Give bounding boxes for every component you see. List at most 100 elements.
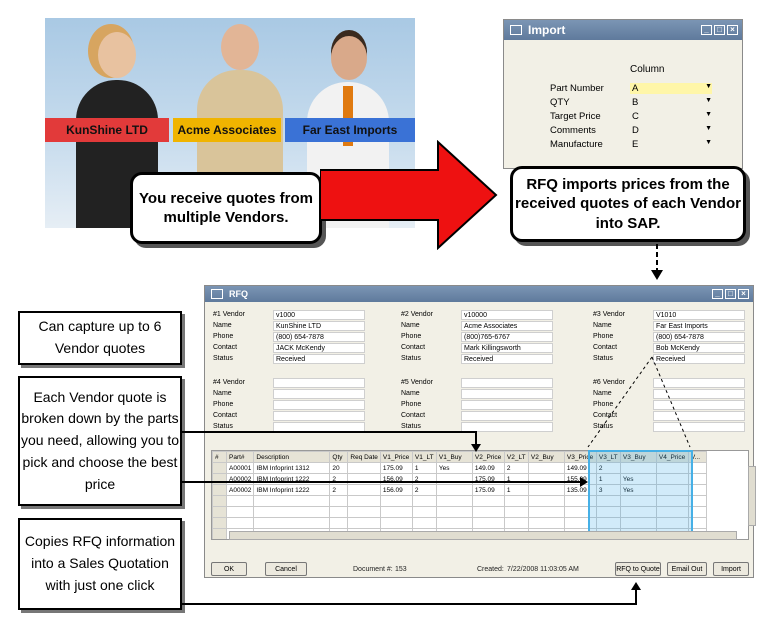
grid-cell[interactable] — [503, 506, 529, 518]
grid-cell[interactable]: 1 — [503, 484, 529, 496]
grid-cell[interactable] — [471, 517, 505, 529]
grid-column-header[interactable]: Part# — [225, 451, 255, 463]
grid-cell[interactable] — [329, 506, 349, 518]
grid-cell[interactable] — [225, 517, 255, 529]
grid-column-header[interactable]: V1_Price — [379, 451, 413, 463]
vendor-field-input[interactable] — [653, 378, 745, 388]
maximize-icon[interactable]: □ — [725, 289, 736, 299]
grid-column-header[interactable]: # — [212, 451, 227, 463]
vendor-field-input[interactable]: KunShine LTD — [273, 321, 365, 331]
grid-cell[interactable] — [253, 506, 331, 518]
vendor-field-input[interactable] — [273, 411, 365, 421]
vendor-field-input[interactable]: Received — [461, 354, 553, 364]
vendor-field-input[interactable]: Acme Associates — [461, 321, 553, 331]
minimize-icon[interactable]: _ — [701, 25, 712, 35]
grid-cell[interactable] — [212, 506, 227, 518]
grid-cell[interactable]: IBM Infoprint 1222 — [253, 473, 331, 485]
vendor-field-input[interactable] — [273, 422, 365, 432]
grid-cell[interactable] — [253, 495, 331, 507]
vendor-field-input[interactable] — [461, 422, 553, 432]
grid-cell[interactable] — [503, 495, 529, 507]
grid-cell[interactable] — [527, 517, 565, 529]
vendor-field-input[interactable]: v10000 — [461, 310, 553, 320]
vendor-field-input[interactable] — [653, 411, 745, 421]
dropdown-arrow-icon[interactable]: ▼ — [705, 124, 712, 132]
mapping-dropdown[interactable]: D▼ — [630, 125, 712, 136]
grid-cell[interactable] — [225, 506, 255, 518]
grid-cell[interactable]: 156.09 — [379, 484, 413, 496]
grid-cell[interactable]: 2 — [411, 484, 437, 496]
mapping-dropdown[interactable]: C▼ — [630, 111, 712, 122]
rfq-to-quote-button[interactable]: RFQ to Quote — [615, 562, 661, 576]
grid-cell[interactable]: 175.09 — [471, 473, 505, 485]
grid-cell[interactable] — [212, 462, 227, 474]
grid-cell[interactable] — [329, 495, 349, 507]
grid-cell[interactable]: A00002 — [225, 473, 255, 485]
grid-column-header[interactable]: Qty — [329, 451, 349, 463]
minimize-icon[interactable]: _ — [712, 289, 723, 299]
vendor-field-input[interactable] — [273, 400, 365, 410]
grid-cell[interactable] — [212, 473, 227, 485]
grid-cell[interactable] — [471, 506, 505, 518]
vendor-field-input[interactable] — [653, 389, 745, 399]
grid-cell[interactable] — [379, 506, 413, 518]
table-row[interactable] — [212, 495, 707, 507]
grid-cell[interactable]: 1 — [503, 473, 529, 485]
dropdown-arrow-icon[interactable]: ▼ — [705, 110, 712, 118]
grid-cell[interactable] — [435, 517, 473, 529]
vendor-field-input[interactable]: Far East Imports — [653, 321, 745, 331]
horizontal-scrollbar[interactable] — [229, 531, 737, 540]
grid-cell[interactable] — [212, 495, 227, 507]
vendor-field-input[interactable]: Received — [273, 354, 365, 364]
vendor-field-input[interactable]: Mark Killingsworth — [461, 343, 553, 353]
maximize-icon[interactable]: □ — [714, 25, 725, 35]
vendor-field-input[interactable]: Received — [653, 354, 745, 364]
grid-column-header[interactable]: V2_Price — [471, 451, 505, 463]
grid-cell[interactable] — [503, 517, 529, 529]
grid-cell[interactable] — [347, 462, 381, 474]
table-row[interactable] — [212, 506, 707, 518]
dropdown-arrow-icon[interactable]: ▼ — [705, 138, 712, 146]
grid-cell[interactable] — [471, 495, 505, 507]
grid-cell[interactable] — [527, 484, 565, 496]
grid-cell[interactable] — [435, 484, 473, 496]
vendor-field-input[interactable] — [461, 389, 553, 399]
vendor-field-input[interactable] — [461, 411, 553, 421]
grid-cell[interactable]: IBM Infoprint 1222 — [253, 484, 331, 496]
ok-button[interactable]: OK — [211, 562, 247, 576]
mapping-dropdown[interactable]: A▼ — [630, 82, 712, 94]
mapping-dropdown[interactable]: B▼ — [630, 97, 712, 108]
vendor-field-input[interactable] — [273, 389, 365, 399]
close-icon[interactable]: × — [738, 289, 749, 299]
grid-cell[interactable] — [329, 517, 349, 529]
email-out-button[interactable]: Email Out — [667, 562, 707, 576]
grid-cell[interactable] — [347, 506, 381, 518]
grid-cell[interactable]: 20 — [329, 462, 349, 474]
grid-cell[interactable]: 175.09 — [471, 484, 505, 496]
grid-column-header[interactable]: Req Date — [347, 451, 381, 463]
grid-cell[interactable] — [347, 517, 381, 529]
import-button[interactable]: Import — [713, 562, 749, 576]
vendor-field-input[interactable]: Bob McKendy — [653, 343, 745, 353]
grid-cell[interactable] — [379, 495, 413, 507]
grid-cell[interactable] — [527, 473, 565, 485]
dropdown-arrow-icon[interactable]: ▼ — [705, 96, 712, 104]
grid-cell[interactable]: 2 — [503, 462, 529, 474]
table-row[interactable] — [212, 517, 707, 529]
grid-cell[interactable]: 149.09 — [471, 462, 505, 474]
vendor-field-input[interactable] — [653, 400, 745, 410]
grid-cell[interactable]: 175.09 — [379, 462, 413, 474]
grid-column-header[interactable]: V1_Buy — [435, 451, 473, 463]
vendor-field-input[interactable]: (800) 654-7878 — [653, 332, 745, 342]
vendor-field-input[interactable] — [653, 422, 745, 432]
vendor-field-input[interactable]: (800) 654-7878 — [273, 332, 365, 342]
grid-cell[interactable]: 2 — [329, 473, 349, 485]
grid-cell[interactable] — [435, 473, 473, 485]
grid-cell[interactable]: 156.09 — [379, 473, 413, 485]
grid-cell[interactable] — [347, 495, 381, 507]
vendor-field-input[interactable] — [461, 378, 553, 388]
grid-cell[interactable] — [379, 517, 413, 529]
vendor-field-input[interactable] — [273, 378, 365, 388]
grid-cell[interactable] — [212, 517, 227, 529]
grid-cell[interactable] — [435, 495, 473, 507]
